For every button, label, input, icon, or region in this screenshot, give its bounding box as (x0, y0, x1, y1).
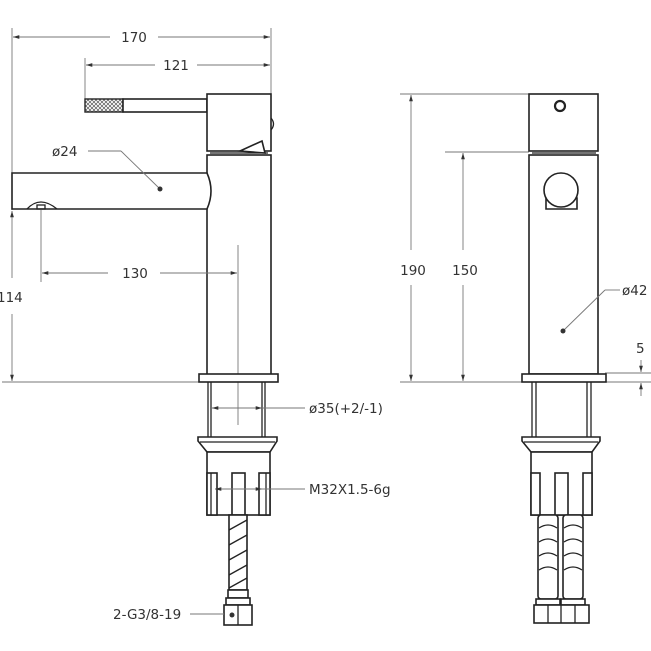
faucet-head (206, 93, 275, 154)
front-view: 190 150 ø42 5 (400, 93, 651, 624)
dim-130: 130 (40, 210, 239, 425)
dim-label-ø35: ø35(+2/-1) (309, 401, 383, 417)
dim-label-150: 150 (452, 263, 478, 279)
spout (11, 172, 212, 210)
dim-body-diameter: ø42 (560, 283, 647, 334)
lever-knob (543, 172, 579, 210)
faucet-body (206, 154, 272, 376)
dim-label-hose: 2-G3/8-19 (113, 607, 181, 623)
dim-190: 190 (400, 93, 529, 381)
dim-label-114: 114 (0, 290, 23, 306)
dim-label-ø42: ø42 (622, 283, 647, 299)
supply-hoses-front (533, 514, 590, 624)
dim-5: 5 (400, 341, 651, 396)
dim-label-190: 190 (400, 263, 426, 279)
dim-label-170: 170 (121, 30, 147, 46)
dim-label-ø24: ø24 (52, 144, 77, 160)
lever-handle (84, 98, 208, 113)
supply-hose (223, 514, 253, 626)
dim-150: 150 (445, 151, 529, 381)
dim-hole-diameter: ø35(+2/-1) (212, 401, 383, 417)
dim-label-121: 121 (163, 58, 189, 74)
dim-spout-diameter: ø24 (52, 144, 163, 192)
faucet-head-front (528, 93, 599, 154)
mounting-assembly (197, 373, 279, 516)
dim-hose-connection: 2-G3/8-19 (113, 607, 224, 623)
dim-label-130: 130 (122, 266, 148, 282)
dim-label-5: 5 (636, 341, 645, 357)
dim-121: 121 (84, 58, 270, 100)
dim-label-m32: M32X1.5-6g (309, 482, 391, 498)
mounting-assembly-front (521, 373, 607, 516)
dim-thread: M32X1.5-6g (215, 482, 391, 498)
side-view: 170 121 (0, 28, 391, 626)
dim-114: 114 (0, 211, 200, 383)
